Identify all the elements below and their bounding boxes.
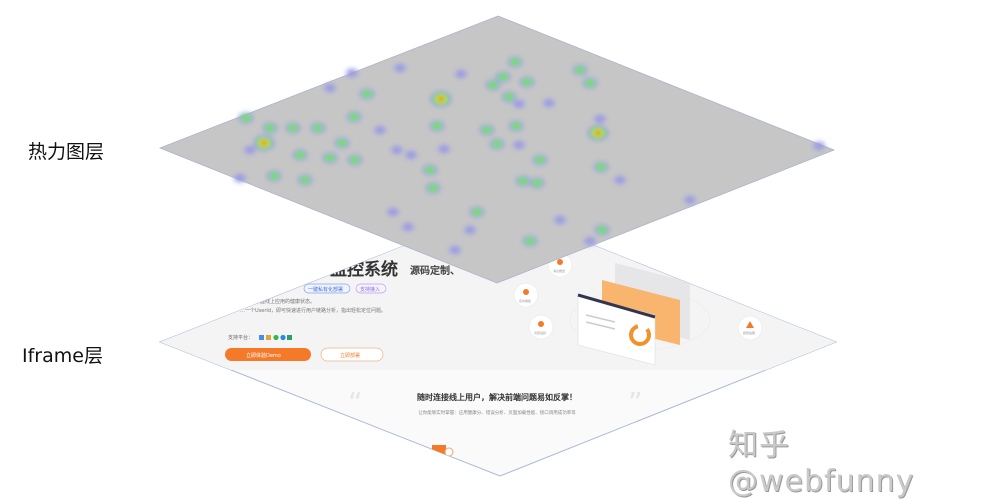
desc-line-2: …一个UserId，即可快速进行用户链路分析，指出轻松定位问题。 [240, 307, 386, 314]
heat-spot-mid [345, 110, 363, 124]
heat-spot-mid [321, 151, 339, 165]
heat-spot-mid [468, 205, 486, 219]
heat-spot-mid [506, 55, 524, 69]
heat-spot-low [682, 194, 698, 206]
heat-spot-mid [296, 173, 314, 187]
heat-spot-mid [265, 169, 283, 183]
bubble-label: 消息推送 [553, 268, 565, 273]
heatmap-layer [158, 15, 836, 284]
platform-label: 支持平台： [228, 334, 253, 341]
heat-spot-mid [571, 63, 589, 77]
heat-spot-low [403, 149, 419, 161]
heat-spot-mid [421, 163, 439, 177]
heat-spot-low [462, 224, 478, 236]
iframe-layer-label: Iframe层 [22, 345, 103, 367]
deploy-button[interactable] [320, 347, 384, 362]
heat-spot-mid [581, 76, 599, 90]
iframe-subtitle: 源码定制、 [410, 264, 460, 277]
heat-spot-low [372, 124, 388, 136]
layer-diagram: 监控系统 源码定制、 一键私有化部署 支持接入 …实时掌握线上应用的健康状态。 … [158, 15, 838, 477]
iframe-title: 监控系统 [330, 259, 398, 280]
heat-spot-mid [518, 75, 536, 89]
slogan-sub: 让你能够实时掌握：应用健康分、错误分析、页面加载性能、接口调用成功率等 [418, 409, 576, 416]
tag-1 [303, 283, 351, 294]
dashboard-illustration [569, 263, 711, 366]
heat-spot-mid [484, 78, 502, 92]
heat-spot-mid [428, 119, 446, 133]
heat-spot-mid [358, 87, 376, 101]
try-demo-button-label: 立即体验Demo [246, 352, 281, 359]
question-icon [538, 321, 544, 327]
heat-spot-high [252, 134, 276, 152]
deploy-button-label: 立即部署 [340, 352, 360, 359]
feature-icon [432, 445, 446, 454]
heat-spot-mid [521, 234, 539, 248]
heat-spot-mid [500, 90, 518, 104]
platform-icons [259, 334, 292, 341]
desc-line-1: …实时掌握线上应用的健康状态。 [240, 298, 315, 305]
heat-spot-mid [261, 121, 279, 135]
heat-spot-low [592, 113, 608, 125]
heat-spot-mid [593, 223, 611, 237]
heat-spot-mid [284, 121, 302, 135]
heat-spot-low [612, 174, 628, 186]
heat-spot-low [811, 140, 827, 152]
heat-spot-mid [291, 148, 309, 162]
heat-spot-mid [514, 174, 532, 188]
heat-spot-low [436, 143, 452, 155]
heat-spot-mid [346, 153, 364, 167]
quote-close-icon: ” [628, 386, 643, 419]
warning-icon [746, 321, 754, 328]
heat-spot-low [453, 68, 469, 80]
bubble-label: 实时看板 [519, 298, 531, 303]
tag-1-label: 一键私有化部署 [308, 286, 343, 293]
try-demo-button[interactable] [225, 348, 311, 361]
heat-spot-high [429, 90, 453, 108]
heat-spot-low [389, 144, 405, 156]
bubble-label: 问题追踪 [534, 330, 546, 335]
quote-open-icon: “ [348, 386, 363, 419]
tag-2-label: 支持接入 [360, 286, 380, 293]
heat-spot-mid [592, 160, 610, 174]
heat-spot-mid [528, 176, 546, 190]
watermark: 知乎 @webfunny [728, 428, 915, 499]
tag-2 [355, 283, 387, 294]
alarm-icon [523, 289, 529, 295]
heat-spot-high [586, 124, 610, 142]
heat-spot-mid [424, 181, 442, 195]
heat-spot-mid [333, 136, 351, 150]
heat-spot-mid [309, 121, 327, 135]
heat-spot-low [344, 67, 360, 79]
heatmap-layer-label: 热力图层 [28, 141, 105, 163]
heat-spot-low [232, 172, 248, 184]
bubble-label: 报警提醒 [743, 330, 755, 335]
heat-spot-low [392, 62, 408, 74]
heat-spot-low [552, 214, 568, 226]
heat-spot-low [582, 235, 598, 247]
heat-spot-mid [237, 111, 255, 125]
heat-spot-low [322, 82, 338, 94]
heat-spot-mid [507, 119, 525, 133]
heat-spot-mid [488, 137, 506, 151]
heat-spot-low [447, 244, 463, 256]
heat-spot-mid [478, 123, 496, 137]
user-icon [557, 259, 563, 265]
heat-spot-mid [531, 153, 549, 167]
heat-spot-low [541, 97, 557, 109]
heat-spot-low [511, 139, 527, 151]
heat-spot-low [385, 206, 401, 218]
slogan: 随时连接线上用户，解决前端问题易如反掌！ [417, 392, 577, 402]
heat-spot-low [400, 221, 416, 233]
